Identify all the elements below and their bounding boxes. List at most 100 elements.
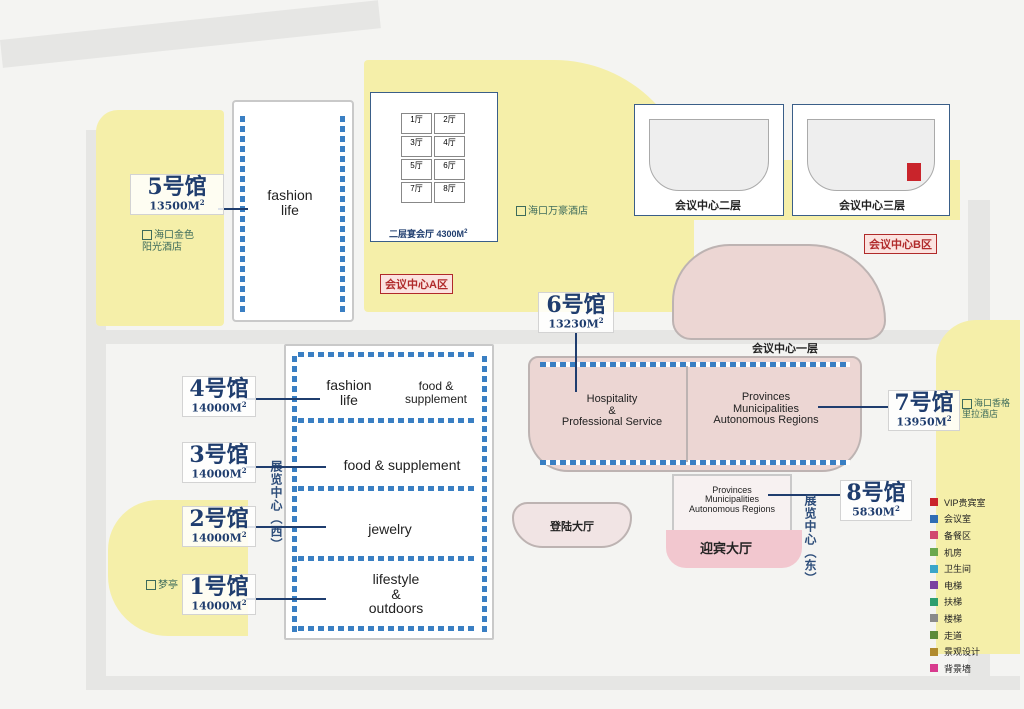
west-booths-row bbox=[298, 486, 478, 491]
hall-7-badge[interactable]: 7号馆 13950M2 bbox=[888, 390, 960, 431]
hotel-icon bbox=[146, 580, 156, 591]
hall-5-leader bbox=[218, 208, 248, 210]
banquet-room: 8厅 bbox=[434, 182, 465, 203]
hotel-shangri-la[interactable]: 海口香格 里拉酒店 bbox=[962, 398, 1011, 419]
center-b-tag[interactable]: 会议中心B区 bbox=[864, 234, 937, 254]
legend-item: 会议室 bbox=[930, 511, 1020, 528]
legend-swatch bbox=[930, 498, 938, 507]
hall-5-badge[interactable]: 5号馆 13500M2 bbox=[130, 174, 224, 215]
hall-3-area: 14000M2 bbox=[191, 466, 247, 481]
hotel-zone-shangri-la bbox=[936, 320, 1020, 654]
hall-1-zone: lifestyle & outdoors bbox=[368, 571, 424, 617]
legend-label: 电梯 bbox=[944, 580, 963, 591]
hall-7-area: 13950M2 bbox=[896, 414, 952, 429]
hall-5-booths-right bbox=[340, 112, 345, 312]
banquet-room: 3厅 bbox=[401, 136, 432, 157]
legend-label: VIP贵宾室 bbox=[944, 497, 986, 508]
legend-swatch bbox=[930, 614, 938, 623]
hotel-golden-sun[interactable]: 海口金色 阳光酒店 bbox=[142, 230, 194, 253]
hall-6-zone: Hospitality & Professional Service bbox=[561, 393, 663, 429]
banquet-room: 6厅 bbox=[434, 159, 465, 180]
hall-5-zone: fashion life bbox=[267, 187, 313, 218]
hall-5-building[interactable] bbox=[232, 100, 354, 322]
legend-item: 卫生间 bbox=[930, 560, 1020, 577]
center-floor2-inset[interactable]: 会议中心二层 bbox=[634, 104, 784, 216]
hotel-zone-golden-sun bbox=[96, 110, 224, 326]
hall-2-leader bbox=[246, 526, 326, 528]
landing-hall-building[interactable] bbox=[512, 502, 632, 548]
center-floor3-inset[interactable]: 会议中心三层 bbox=[792, 104, 950, 216]
hotel-mengting[interactable]: 梦亭 bbox=[146, 580, 178, 592]
legend-label: 楼梯 bbox=[944, 613, 963, 624]
east-center-label: 展览中心（东） bbox=[803, 494, 817, 585]
legend-swatch bbox=[930, 597, 938, 606]
banquet-room: 5厅 bbox=[401, 159, 432, 180]
banquet-room: 1厅 bbox=[401, 113, 432, 134]
hall-3-badge[interactable]: 3号馆 14000M2 bbox=[182, 442, 256, 483]
legend-swatch bbox=[930, 631, 938, 640]
welcome-hall-label: 迎宾大厅 bbox=[700, 541, 753, 556]
legend-label: 卫生间 bbox=[944, 564, 972, 575]
hall-7-leader bbox=[818, 406, 888, 408]
legend-label: 备餐区 bbox=[944, 530, 972, 541]
hall-7-name: 7号馆 bbox=[894, 390, 954, 416]
legend-label: 扶梯 bbox=[944, 597, 963, 608]
legend: VIP贵宾室会议室备餐区机房卫生间电梯扶梯楼梯走道景观设计背景墙 bbox=[930, 494, 1020, 677]
legend-label: 会议室 bbox=[944, 514, 972, 525]
welcome-hall-building[interactable] bbox=[666, 530, 802, 568]
hall-4-zone-b: food & supplement bbox=[404, 379, 468, 406]
hall-2-name: 2号馆 bbox=[189, 506, 249, 532]
floor2-plan bbox=[649, 119, 769, 191]
legend-item: 走道 bbox=[930, 627, 1020, 644]
landing-hall-label: 登陆大厅 bbox=[550, 521, 594, 533]
banquet-room: 7厅 bbox=[401, 182, 432, 203]
hall-4-leader bbox=[246, 398, 320, 400]
legend-swatch bbox=[930, 664, 938, 673]
banquet-grid: 1厅 2厅 3厅 4厅 5厅 6厅 7厅 8厅 bbox=[401, 113, 465, 203]
center-a-tag[interactable]: 会议中心A区 bbox=[380, 274, 453, 294]
hall-2-zone: jewelry bbox=[368, 521, 412, 537]
hall-4-zone-a: fashion life bbox=[326, 377, 372, 408]
banquet-room: 2厅 bbox=[434, 113, 465, 134]
west-center-label: 展览中心（西） bbox=[269, 460, 283, 551]
hall-8-zone: Provinces Municipalities Autonomous Regi… bbox=[688, 485, 776, 514]
hall-1-leader bbox=[246, 598, 326, 600]
legend-swatch bbox=[930, 514, 938, 523]
west-booths-col bbox=[482, 356, 487, 632]
center-floor1-building[interactable] bbox=[672, 244, 886, 340]
hall-5-name: 5号馆 bbox=[147, 174, 207, 200]
hall-8-badge[interactable]: 8号馆 5830M2 bbox=[840, 480, 912, 521]
west-booths-row bbox=[298, 352, 478, 357]
west-halls-building[interactable] bbox=[284, 344, 494, 640]
hall-1-name: 1号馆 bbox=[189, 574, 249, 600]
hall-8-leader bbox=[768, 494, 840, 496]
road-top bbox=[0, 0, 381, 68]
hall-4-badge[interactable]: 4号馆 14000M2 bbox=[182, 376, 256, 417]
west-booths-col bbox=[292, 356, 297, 632]
hall-2-badge[interactable]: 2号馆 14000M2 bbox=[182, 506, 256, 547]
hall-6-name: 6号馆 bbox=[546, 292, 606, 318]
hall-1-badge[interactable]: 1号馆 14000M2 bbox=[182, 574, 256, 615]
banquet-caption: 二层宴会厅 4300M2 bbox=[389, 229, 468, 239]
hall-3-zone: food & supplement bbox=[343, 457, 461, 473]
hall-5-area: 13500M2 bbox=[149, 198, 205, 213]
floor3-vip-room bbox=[907, 163, 921, 181]
legend-item: 景观设计 bbox=[930, 643, 1020, 660]
west-booths-row bbox=[298, 418, 478, 423]
hotel-wanhao[interactable]: 海口万豪酒店 bbox=[516, 206, 588, 218]
hall-1-area: 14000M2 bbox=[191, 598, 247, 613]
floor3-caption: 会议中心三层 bbox=[839, 200, 905, 212]
legend-item: 扶梯 bbox=[930, 594, 1020, 611]
legend-item: VIP贵宾室 bbox=[930, 494, 1020, 511]
hall-6-area: 13230M2 bbox=[548, 316, 604, 331]
banquet-inset[interactable]: 1厅 2厅 3厅 4厅 5厅 6厅 7厅 8厅 二层宴会厅 4300M2 bbox=[370, 92, 498, 242]
legend-item: 机房 bbox=[930, 544, 1020, 561]
hall-8-area: 5830M2 bbox=[852, 504, 900, 519]
east-halls-building[interactable] bbox=[528, 356, 862, 472]
legend-swatch bbox=[930, 531, 938, 540]
hall-6-badge[interactable]: 6号馆 13230M2 bbox=[538, 292, 614, 333]
legend-swatch bbox=[930, 564, 938, 573]
west-booths-row bbox=[298, 626, 478, 631]
road-bottom bbox=[100, 676, 1020, 690]
legend-label: 机房 bbox=[944, 547, 963, 558]
